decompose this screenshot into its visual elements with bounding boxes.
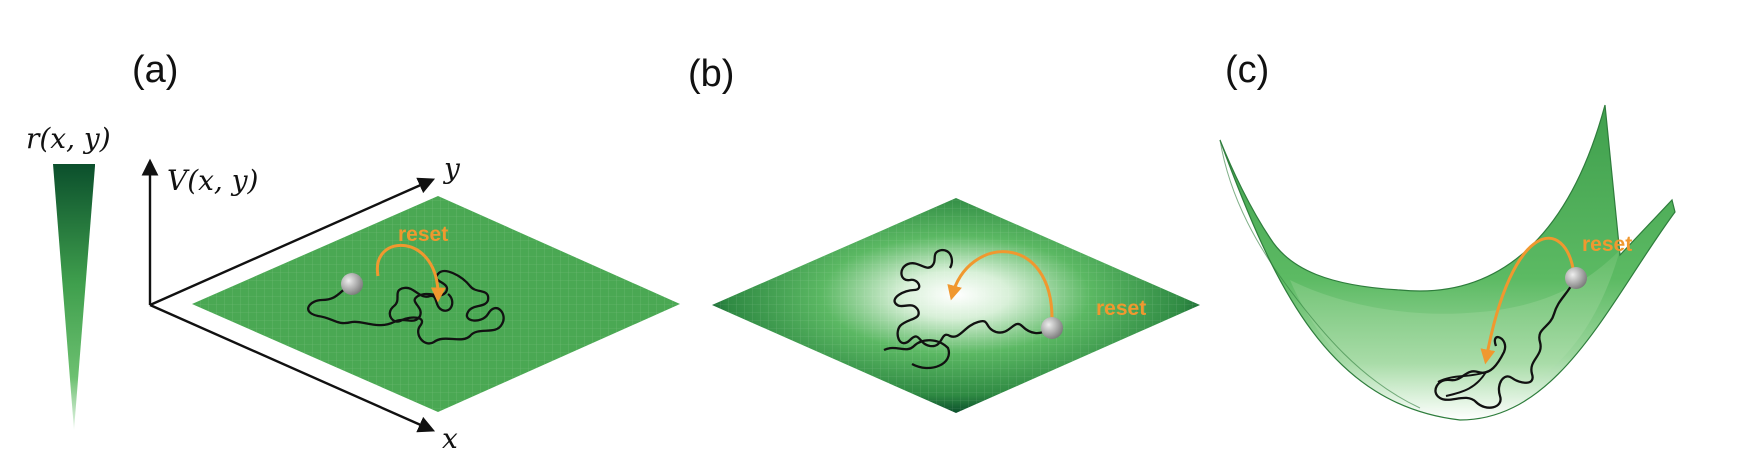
well-surface-grid (712, 198, 1200, 413)
particle (341, 273, 363, 295)
random-walk-trajectory (307, 269, 505, 345)
panel-b: reset (712, 198, 1200, 413)
panel-a: reset (192, 196, 680, 412)
panel-label-b: (b) (688, 53, 734, 95)
colorbar-label: r(x, y) (26, 122, 111, 155)
x-axis-arrow (149, 303, 436, 433)
reset-arrow (375, 243, 446, 303)
random-walk-trajectory-lower (883, 339, 951, 370)
x-axis-label: x (442, 422, 458, 455)
particle (1041, 317, 1063, 339)
surface-edge-line (1219, 139, 1421, 409)
reset-label: reset (1582, 233, 1632, 256)
reset-label: reset (1096, 297, 1146, 320)
reset-arrow (1480, 236, 1576, 365)
panel-label-c: (c) (1225, 49, 1269, 91)
axes: V(x, y) y x (141, 152, 461, 455)
random-walk-trajectory-bottom (1437, 370, 1489, 397)
y-axis-label: y (442, 152, 461, 185)
reset-label: reset (398, 223, 448, 246)
random-walk-trajectory (893, 248, 1051, 348)
reset-arrow (947, 250, 1054, 323)
panel-c: reset (1219, 104, 1676, 421)
v-axis-label: V(x, y) (167, 164, 258, 197)
panel-label-a: (a) (132, 49, 178, 91)
particle (1565, 267, 1587, 289)
colorbar-wedge (53, 164, 95, 430)
y-axis-arrow (149, 177, 436, 307)
parabolic-surface-inner (1290, 250, 1620, 412)
